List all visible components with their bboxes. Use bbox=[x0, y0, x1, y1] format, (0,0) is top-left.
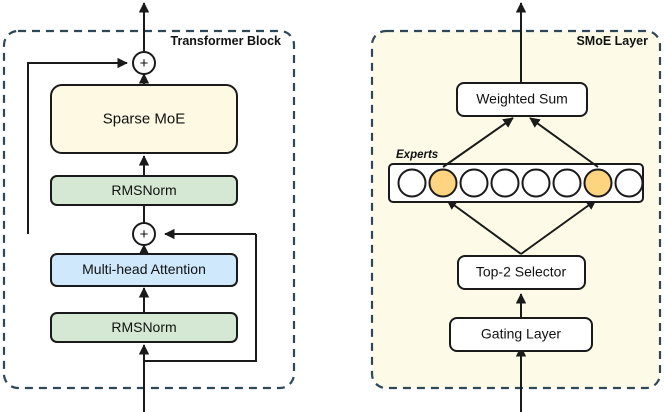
node-add-top: + bbox=[132, 51, 156, 75]
expert-circle-8[interactable] bbox=[614, 168, 644, 198]
add-top-label: + bbox=[140, 55, 149, 72]
edge-top2-to-expert-7 bbox=[520, 199, 597, 255]
expert-circle-4[interactable] bbox=[490, 168, 520, 198]
rmsnorm-top-label: RMSNorm bbox=[111, 182, 176, 198]
residual-path-moe-left-visible bbox=[27, 62, 124, 226]
experts-label: Experts bbox=[396, 149, 438, 161]
multi-head-attention-label: Multi-head Attention bbox=[82, 261, 206, 277]
node-weighted-sum: Weighted Sum bbox=[456, 82, 588, 117]
edge-top2-to-expert-2 bbox=[446, 199, 522, 255]
node-top2-selector: Top-2 Selector bbox=[457, 255, 586, 290]
residual-path-attention-right bbox=[144, 234, 257, 362]
expert-circle-2[interactable] bbox=[428, 168, 458, 198]
gating-layer-label: Gating Layer bbox=[481, 326, 561, 342]
expert-circle-6[interactable] bbox=[552, 168, 582, 198]
expert-circle-5[interactable] bbox=[521, 168, 551, 198]
sparse-moe-label: Sparse MoE bbox=[103, 110, 186, 127]
expert-circle-7[interactable] bbox=[583, 168, 613, 198]
experts-row bbox=[388, 163, 644, 203]
node-add-bottom: + bbox=[132, 222, 156, 246]
node-gating-layer: Gating Layer bbox=[449, 317, 593, 352]
top2-selector-box bbox=[457, 255, 586, 290]
top2-selector-label: Top-2 Selector bbox=[476, 264, 567, 280]
node-rmsnorm-bottom: RMSNorm bbox=[50, 312, 238, 343]
node-sparse-moe: Sparse MoE bbox=[50, 84, 238, 154]
rmsnorm-bottom-label: RMSNorm bbox=[111, 319, 176, 335]
smoe-layer-title: SMoE Layer bbox=[576, 34, 648, 48]
expert-circle-3[interactable] bbox=[459, 168, 489, 198]
add-bottom-label: + bbox=[140, 226, 149, 243]
smoe-layer-dashed-border bbox=[370, 29, 662, 390]
smoe-layer-panel: SMoE Layer bbox=[370, 29, 662, 390]
node-multi-head-attention: Multi-head Attention bbox=[50, 253, 238, 287]
weighted-sum-label: Weighted Sum bbox=[476, 91, 568, 107]
edge-expert-2-to-weighted-sum bbox=[442, 117, 514, 168]
node-rmsnorm-top: RMSNorm bbox=[50, 175, 238, 206]
expert-circle-1[interactable] bbox=[397, 168, 427, 198]
transformer-block-title: Transformer Block bbox=[171, 34, 282, 48]
edge-expert-7-to-weighted-sum bbox=[529, 117, 599, 168]
